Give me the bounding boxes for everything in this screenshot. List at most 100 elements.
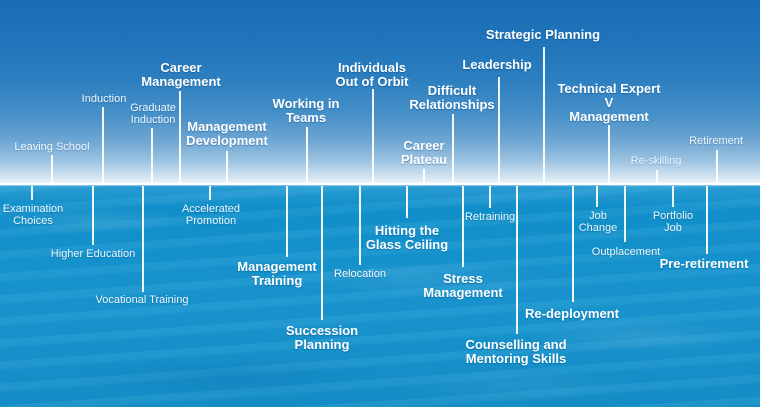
label-line: Accelerated: [181, 203, 241, 215]
connector-line: [572, 186, 574, 302]
connector-line: [516, 186, 518, 334]
leadership-label: Leadership: [462, 58, 531, 72]
label-line: Retraining: [464, 211, 516, 223]
label-line: Management: [187, 119, 267, 134]
label-line: Relocation: [334, 268, 386, 280]
connector-line: [423, 169, 425, 184]
label-line: Promotion: [185, 215, 237, 227]
label-line: Pre-retirement: [659, 256, 749, 271]
connector-line: [226, 151, 228, 184]
connector-line: [406, 186, 408, 218]
label-line: Retirement: [689, 135, 743, 147]
re-skilling-label: Re-skilling: [631, 155, 682, 167]
label-line: Leaving School: [14, 141, 90, 153]
label-line: Planning: [294, 337, 350, 352]
label-line: Portfolio: [652, 210, 694, 222]
label-line: Career: [403, 138, 445, 153]
connector-line: [286, 186, 288, 257]
connector-line: [656, 170, 658, 184]
label-line: Glass Ceiling: [365, 237, 449, 252]
label-line: V: [604, 95, 614, 110]
label-line: Technical Expert: [557, 81, 661, 96]
label-line: Hitting the: [374, 223, 440, 238]
label-line: Choices: [13, 215, 53, 227]
leaving-school-label: Leaving School: [14, 141, 89, 153]
connector-line: [31, 186, 33, 200]
retraining-label: Retraining: [465, 211, 515, 223]
label-line: Leadership: [462, 57, 532, 72]
label-line: Management: [141, 74, 221, 89]
connector-line: [706, 186, 708, 254]
re-deployment-label: Re-deployment: [525, 307, 619, 321]
outplacement-label: Outplacement: [592, 246, 660, 258]
connector-line: [321, 186, 323, 320]
label-line: Outplacement: [591, 246, 661, 258]
label-line: Re-deployment: [525, 306, 619, 321]
label-line: Change: [578, 222, 618, 234]
connector-line: [151, 128, 153, 184]
label-line: Plateau: [400, 152, 448, 167]
label-line: Succession: [285, 323, 359, 338]
higher-education-label: Higher Education: [51, 248, 135, 260]
label-line: Management: [423, 285, 503, 300]
label-line: Management: [237, 259, 317, 274]
label-line: Higher Education: [50, 248, 136, 260]
sky-background: [0, 0, 760, 185]
label-line: Counselling and: [465, 337, 567, 352]
label-line: Induction: [81, 93, 127, 105]
label-line: Strategic Planning: [485, 27, 601, 42]
connector-line: [372, 89, 374, 184]
water-background: [0, 185, 760, 407]
connector-line: [624, 186, 626, 242]
label-line: Career: [160, 60, 202, 75]
connector-line: [142, 186, 144, 292]
connector-line: [489, 186, 491, 208]
label-line: Difficult: [427, 83, 477, 98]
label-line: Out of Orbit: [335, 74, 409, 89]
connector-line: [51, 155, 53, 184]
connector-line: [462, 186, 464, 267]
label-line: Working in: [272, 96, 340, 111]
pre-retirement-label: Pre-retirement: [660, 257, 749, 271]
connector-line: [716, 150, 718, 184]
connector-line: [306, 127, 308, 184]
label-line: Mentoring Skills: [465, 351, 567, 366]
connector-line: [608, 125, 610, 184]
connector-line: [209, 186, 211, 200]
connector-line: [672, 186, 674, 207]
connector-line: [359, 186, 361, 265]
label-line: Examination: [2, 203, 64, 215]
label-line: Teams: [285, 110, 327, 125]
connector-line: [179, 91, 181, 184]
label-line: Individuals: [338, 60, 406, 75]
relocation-label: Relocation: [334, 268, 386, 280]
label-line: Job: [664, 222, 682, 234]
connector-line: [92, 186, 94, 245]
timeline-axis: [0, 183, 760, 185]
vocational-training-label: Vocational Training: [96, 294, 189, 306]
label-line: Training: [251, 273, 303, 288]
retirement-label: Retirement: [689, 135, 743, 147]
label-line: Job: [589, 210, 607, 222]
connector-line: [543, 47, 545, 184]
label-line: Management: [569, 109, 649, 124]
label-line: Induction: [130, 114, 176, 126]
label-line: Stress: [443, 271, 483, 286]
connector-line: [596, 186, 598, 207]
label-line: Re-skilling: [630, 155, 682, 167]
